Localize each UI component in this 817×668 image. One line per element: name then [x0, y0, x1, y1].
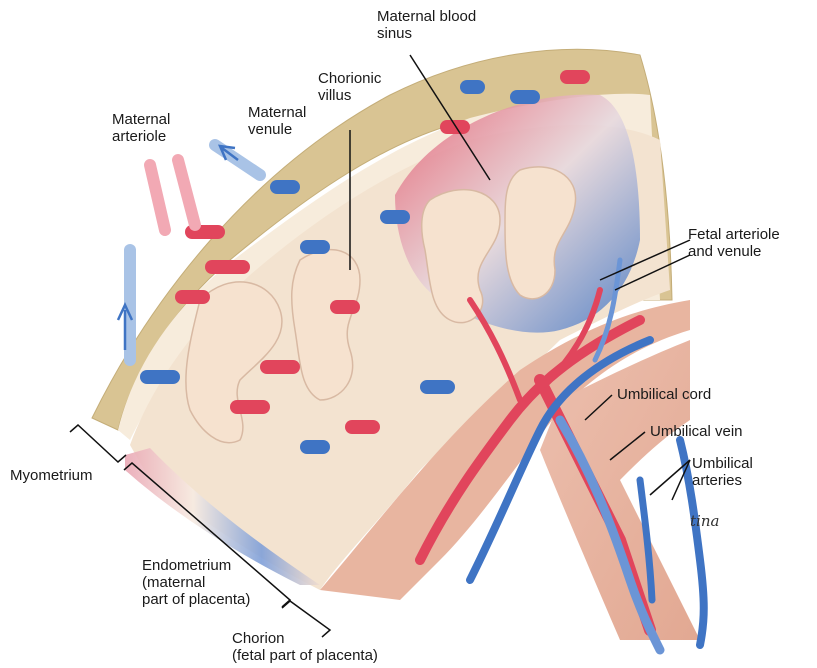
- label-umbilical-cord: Umbilical cord: [617, 386, 711, 403]
- label-maternal-blood-sinus: Maternal blood sinus: [377, 8, 476, 42]
- artist-signature: tina: [690, 512, 719, 530]
- label-umbilical-arteries: Umbilical arteries: [692, 455, 753, 489]
- label-endometrium: Endometrium (maternal part of placenta): [142, 557, 250, 608]
- label-fetal-arteriole-venule: Fetal arteriole and venule: [688, 226, 780, 260]
- label-maternal-arteriole: Maternal arteriole: [112, 111, 170, 145]
- label-umbilical-vein: Umbilical vein: [650, 423, 743, 440]
- label-chorionic-villus: Chorionic villus: [318, 70, 381, 104]
- label-chorion: Chorion (fetal part of placenta): [232, 630, 378, 664]
- label-maternal-venule: Maternal venule: [248, 104, 306, 138]
- label-myometrium: Myometrium: [10, 467, 93, 484]
